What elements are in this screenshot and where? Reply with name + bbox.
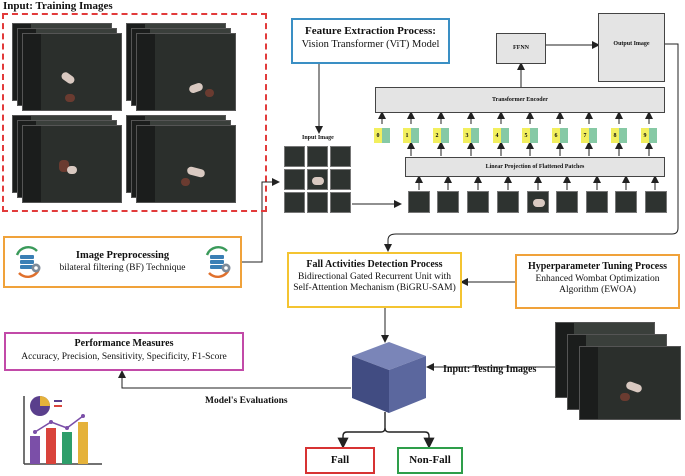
linear-projection-box: Linear Projection of Flattened Patches: [405, 157, 665, 177]
preprocessing-subtitle: bilateral filtering (BF) Technique: [59, 263, 186, 273]
performance-box: Performance Measures Accuracy, Precision…: [4, 332, 244, 371]
training-stack-4: [126, 115, 236, 205]
tuning-line-1: Enhanced Wombat Optimization: [535, 274, 660, 284]
token-0: 0: [374, 128, 390, 143]
database-gear-icon: [201, 245, 235, 279]
feature-extraction-title: Feature Extraction Process:: [305, 25, 436, 37]
token-5: 5: [522, 128, 538, 143]
token-9: 9: [641, 128, 657, 143]
token-3: 3: [463, 128, 479, 143]
performance-title: Performance Measures: [74, 338, 174, 349]
tuning-title: Hyperparameter Tuning Process: [527, 261, 668, 272]
database-gear-icon: [11, 245, 45, 279]
detection-line-1: Bidirectional Gated Recurrent Unit with: [297, 272, 451, 282]
fall-output-box: Fall: [305, 447, 375, 474]
detection-line-2: Self-Attention Mechanism (BiGRU-SAM): [293, 283, 456, 293]
training-stack-1: [12, 23, 122, 113]
testing-images-stack: [555, 322, 683, 422]
training-images-box: [2, 13, 267, 212]
input-image-label: Input Image: [302, 135, 334, 141]
detection-box: Fall Activities Detection Process Bidire…: [287, 252, 462, 308]
output-image-box: Output Image: [598, 13, 665, 82]
token-1: 1: [403, 128, 419, 143]
feature-extraction-subtitle: Vision Transformer (ViT) Model: [301, 39, 440, 50]
detection-title: Fall Activities Detection Process: [306, 259, 443, 270]
transformer-encoder-box: Transformer Encoder: [375, 87, 665, 113]
preprocessing-box: Image Preprocessing bilateral filtering …: [3, 236, 242, 288]
token-4: 4: [493, 128, 509, 143]
performance-metrics: Accuracy, Precision, Sensitivity, Specif…: [21, 352, 227, 362]
training-stack-2: [126, 23, 236, 113]
preprocessing-title: Image Preprocessing: [75, 250, 170, 261]
nonfall-output-box: Non-Fall: [397, 447, 463, 474]
bar-chart-icon: [18, 392, 104, 470]
token-7: 7: [581, 128, 597, 143]
tuning-line-2: Algorithm (EWOA): [559, 285, 636, 295]
cube-icon: [350, 340, 428, 415]
feature-extraction-box: Feature Extraction Process: Vision Trans…: [291, 18, 450, 64]
token-2: 2: [433, 128, 449, 143]
token-row: 0 1 2 3 4 5 6 7 8 9: [374, 128, 664, 143]
tuning-box: Hyperparameter Tuning Process Enhanced W…: [515, 254, 680, 309]
flattened-patches-row: [408, 191, 668, 213]
pie-chart-icon: [30, 396, 50, 416]
token-8: 8: [611, 128, 627, 143]
testing-images-label: Input: Testing Images: [443, 364, 537, 375]
training-stack-3: [12, 115, 122, 205]
evaluations-label: Model's Evaluations: [205, 396, 288, 406]
training-images-label: Input: Training Images: [3, 0, 113, 12]
input-image-grid: [284, 146, 352, 214]
token-6: 6: [552, 128, 568, 143]
ffnn-box: FFNN: [496, 33, 546, 64]
